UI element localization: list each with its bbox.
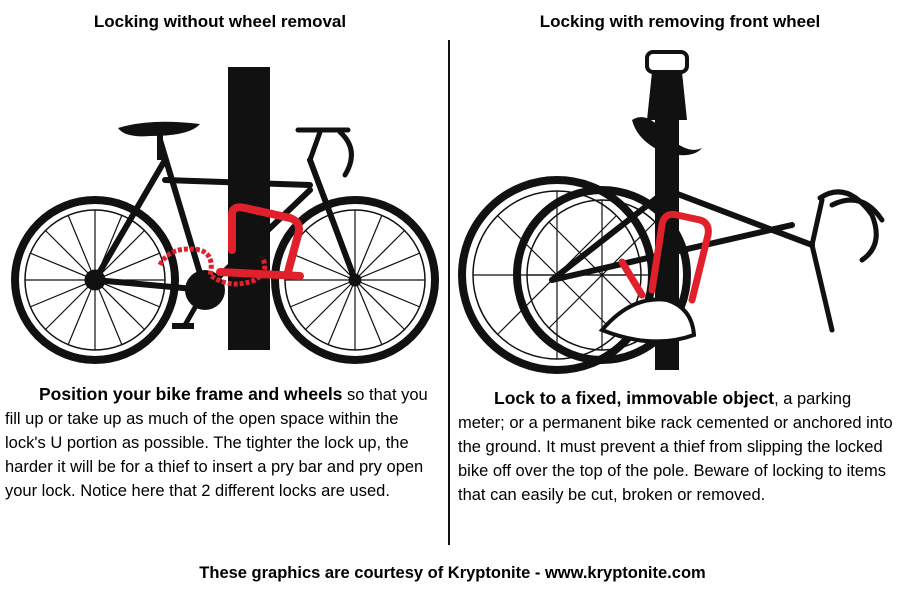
bike-locked-to-pole-illustration	[11, 67, 439, 364]
left-caption-text: so that you fill up or take up as much o…	[5, 386, 428, 500]
handlebars	[295, 127, 354, 178]
u-lock	[216, 203, 304, 280]
helmet	[598, 297, 697, 344]
panel-divider	[448, 40, 450, 545]
left-caption-emphasis: Position your bike frame and wheels	[39, 384, 343, 404]
bike-frame	[92, 137, 358, 293]
bike-front-wheel-removed-illustration	[458, 50, 885, 374]
left-panel-caption: Position your bike frame and wheels so t…	[5, 382, 441, 503]
bike-seat	[632, 117, 702, 156]
removed-front-wheel	[513, 186, 691, 364]
bike-frame	[549, 147, 815, 283]
credit-footer: These graphics are courtesy of Kryptonit…	[199, 564, 706, 582]
left-panel-title: Locking without wheel removal	[93, 12, 347, 31]
right-caption-emphasis: Lock to a fixed, immovable object	[494, 388, 775, 408]
bike-seat	[118, 121, 200, 137]
right-panel-title: Locking with removing front wheel	[539, 12, 821, 31]
right-caption-text: , a parking meter; or a permanent bike r…	[458, 390, 893, 504]
cable-lock	[157, 246, 268, 287]
handlebars	[809, 189, 885, 333]
right-panel-caption: Lock to a fixed, immovable object, a par…	[458, 386, 898, 507]
u-lock	[618, 211, 712, 304]
